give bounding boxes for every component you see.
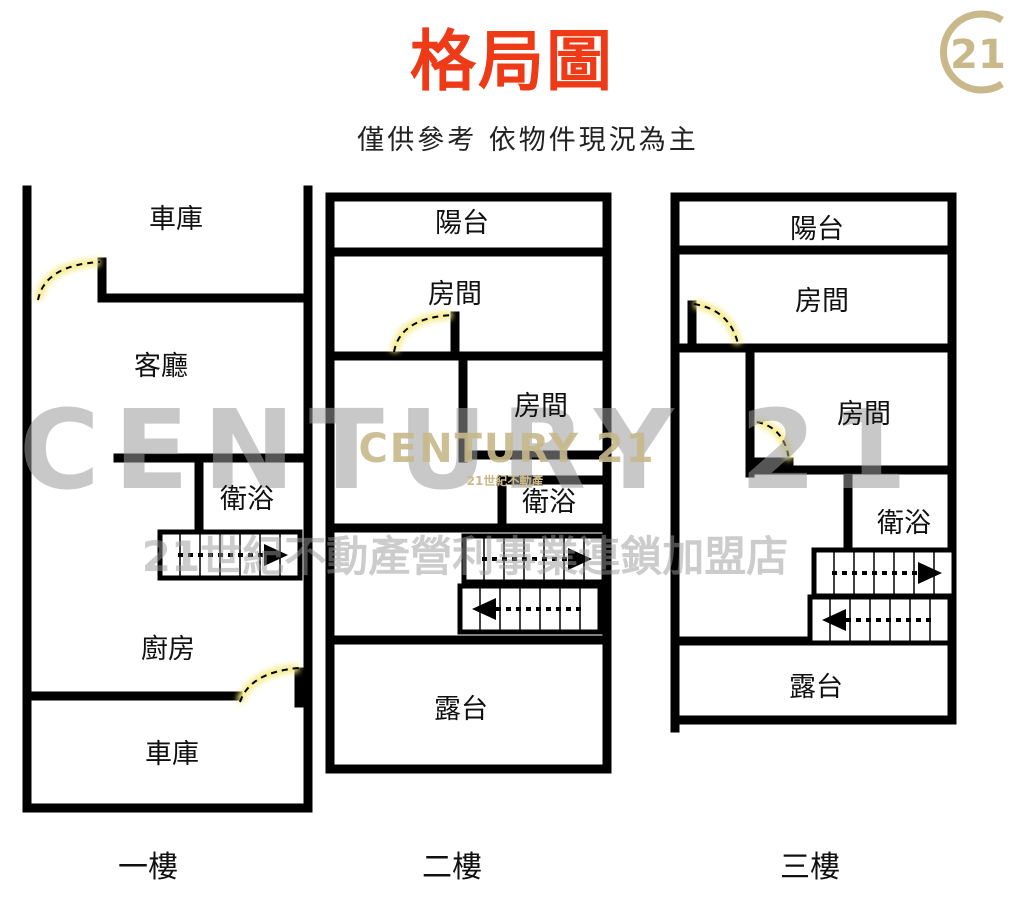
staircase-down-icon (460, 586, 600, 632)
room-garage-front: 車庫 (149, 204, 203, 235)
room-bedroom: 房間 (428, 279, 482, 310)
room-bedroom: 房間 (837, 399, 891, 430)
floor-2-plan (325, 192, 612, 774)
svg-text:21世紀不動產: 21世紀不動產 (467, 473, 544, 488)
room-labels: 車庫 客廳 衛浴 廚房 車庫 陽台 房間 房間 衛浴 露台 陽台 房間 房間 衛… (134, 204, 931, 770)
disclaimer-subtitle: 僅供參考 依物件現況為主 (357, 125, 699, 156)
room-kitchen: 廚房 (141, 634, 195, 665)
watermark: CENTURY 21 CENTURY 21 21世紀不動產 21世紀不動產營利事… (19, 386, 921, 581)
svg-text:CENTURY 21: CENTURY 21 (358, 426, 655, 472)
staircase-down-icon (810, 597, 950, 643)
room-bathroom: 衛浴 (220, 484, 274, 515)
svg-text:21世紀不動產營利事業連鎖加盟店: 21世紀不動產營利事業連鎖加盟店 (142, 532, 788, 581)
page-title: 格局圖 (410, 23, 614, 100)
floor-3-plan (670, 192, 957, 733)
floor-1-label: 一樓 (118, 850, 178, 885)
door-swing-icon (390, 311, 453, 353)
room-living-room: 客廳 (134, 351, 188, 382)
room-balcony: 陽台 (435, 208, 489, 239)
floor-2-label: 二樓 (422, 850, 482, 885)
floor-3-label: 三樓 (780, 850, 840, 885)
svg-text:CENTURY 21: CENTURY 21 (19, 386, 921, 514)
staircase-up-icon (814, 550, 954, 596)
room-bedroom: 房間 (514, 391, 568, 422)
svg-text:21: 21 (950, 32, 1006, 78)
room-balcony: 陽台 (790, 214, 844, 245)
room-garage-rear: 車庫 (145, 739, 199, 770)
room-terrace: 露台 (789, 672, 843, 703)
room-bedroom: 房間 (795, 286, 849, 317)
room-terrace: 露台 (434, 694, 488, 725)
floor-1-plan (22, 185, 313, 813)
room-bathroom: 衛浴 (522, 487, 576, 518)
century21-logo-icon: 21 (940, 10, 1006, 94)
door-swing-icon (693, 300, 793, 461)
room-bathroom: 衛浴 (877, 508, 931, 539)
door-swing-icon (34, 258, 300, 704)
